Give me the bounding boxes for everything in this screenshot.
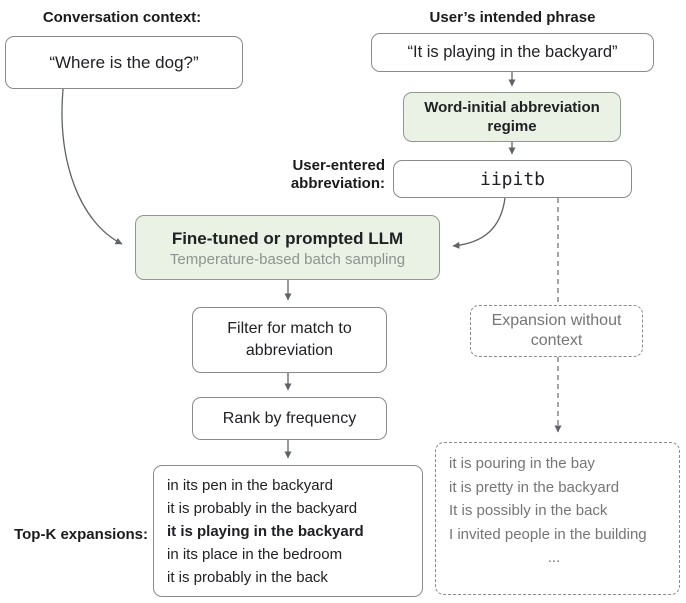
no-context-expansions-box: it is pouring in the bay it is pretty in…	[435, 442, 680, 595]
user-entered-abbreviation-box: iipitb	[393, 160, 632, 198]
arrow-context-to-llm	[61, 88, 123, 245]
arrow-abbreviation-to-llm	[452, 197, 506, 249]
intended-phrase-box: “It is playing in the backyard”	[371, 33, 654, 72]
filter-box: Filter for match to abbreviation	[192, 307, 387, 373]
abbreviation-regime-text: Word-initial abbreviation regime	[424, 99, 600, 135]
rank-box: Rank by frequency	[192, 397, 387, 440]
list-item: in its pen in the backyard	[167, 477, 333, 494]
ellipsis-text: ...	[547, 549, 561, 566]
list-item: It is possibly in the back	[449, 502, 608, 519]
list-item: it is pouring in the bay	[449, 455, 595, 472]
filter-text: Filter for match to abbreviation	[227, 320, 352, 359]
llm-subtitle: Temperature-based batch sampling	[169, 251, 406, 268]
intended-phrase-text: “It is playing in the backyard”	[407, 43, 618, 61]
top-k-expansions-box: in its pen in the backyard it is probabl…	[153, 465, 423, 597]
conversation-context-text: “Where is the dog?”	[49, 52, 199, 72]
top-k-expansions-label: Top-K expansions:	[14, 526, 148, 543]
rank-text: Rank by frequency	[222, 409, 357, 427]
word-initial-abbreviation-regime-box: Word-initial abbreviation regime	[403, 92, 621, 142]
user-entered-abbreviation-label: User-entered abbreviation:	[290, 157, 385, 192]
list-item-highlighted: it is playing in the backyard	[167, 523, 364, 540]
llm-title: Fine-tuned or prompted LLM	[171, 229, 404, 248]
conversation-context-label: Conversation context:	[42, 9, 202, 26]
list-item: it is probably in the back	[167, 569, 328, 586]
abbreviation-text: iipitb	[479, 168, 546, 190]
conversation-context-box: “Where is the dog?”	[5, 36, 243, 89]
list-item: it is probably in the backyard	[167, 500, 358, 517]
expansion-without-context-text: Expansion without context	[491, 312, 622, 349]
users-intended-phrase-label: User’s intended phrase	[429, 9, 596, 26]
llm-box: Fine-tuned or prompted LLM Temperature-b…	[135, 215, 440, 280]
list-item: I invited people in the building	[449, 525, 647, 543]
list-item: it is pretty in the backyard	[449, 478, 620, 496]
list-item: in its place in the bedroom	[167, 546, 343, 563]
expansion-without-context-box: Expansion without context	[470, 305, 643, 357]
